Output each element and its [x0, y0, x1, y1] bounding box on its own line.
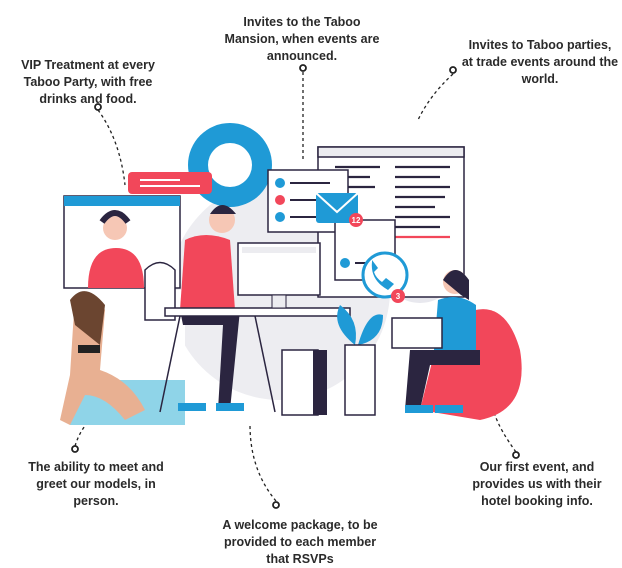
- woman-on-beanbag: [391, 270, 522, 420]
- connector-dots: [71, 64, 520, 509]
- call-badge-count: 3: [396, 292, 401, 301]
- callout-party-invites: Invites to Taboo parties, at trade event…: [461, 38, 619, 86]
- desk: [159, 307, 351, 413]
- gear-icon: [188, 123, 272, 207]
- plant: [337, 305, 383, 416]
- mail-badge: [349, 213, 363, 227]
- monitor: [237, 242, 321, 309]
- callout-first-event: Our first event, and provides us with th…: [472, 460, 602, 508]
- connector-lines: [74, 72, 517, 502]
- callout-meet-models: The ability to meet and greet our models…: [28, 460, 164, 508]
- pc-tower: [281, 349, 327, 416]
- chat-bubble: [128, 172, 212, 194]
- mail-icon: 12: [315, 192, 363, 227]
- phone-icon: 3: [361, 251, 409, 303]
- call-badge: [391, 289, 405, 303]
- callout-mansion-invites: Invites to the Taboo Mansion, when event…: [224, 15, 380, 63]
- man-figure: [178, 205, 244, 411]
- mail-badge-count: 12: [352, 216, 361, 225]
- callout-welcome-package: A welcome package, to be provided to eac…: [222, 518, 378, 566]
- callout-vip-treatment: VIP Treatment at every Taboo Party, with…: [21, 58, 155, 106]
